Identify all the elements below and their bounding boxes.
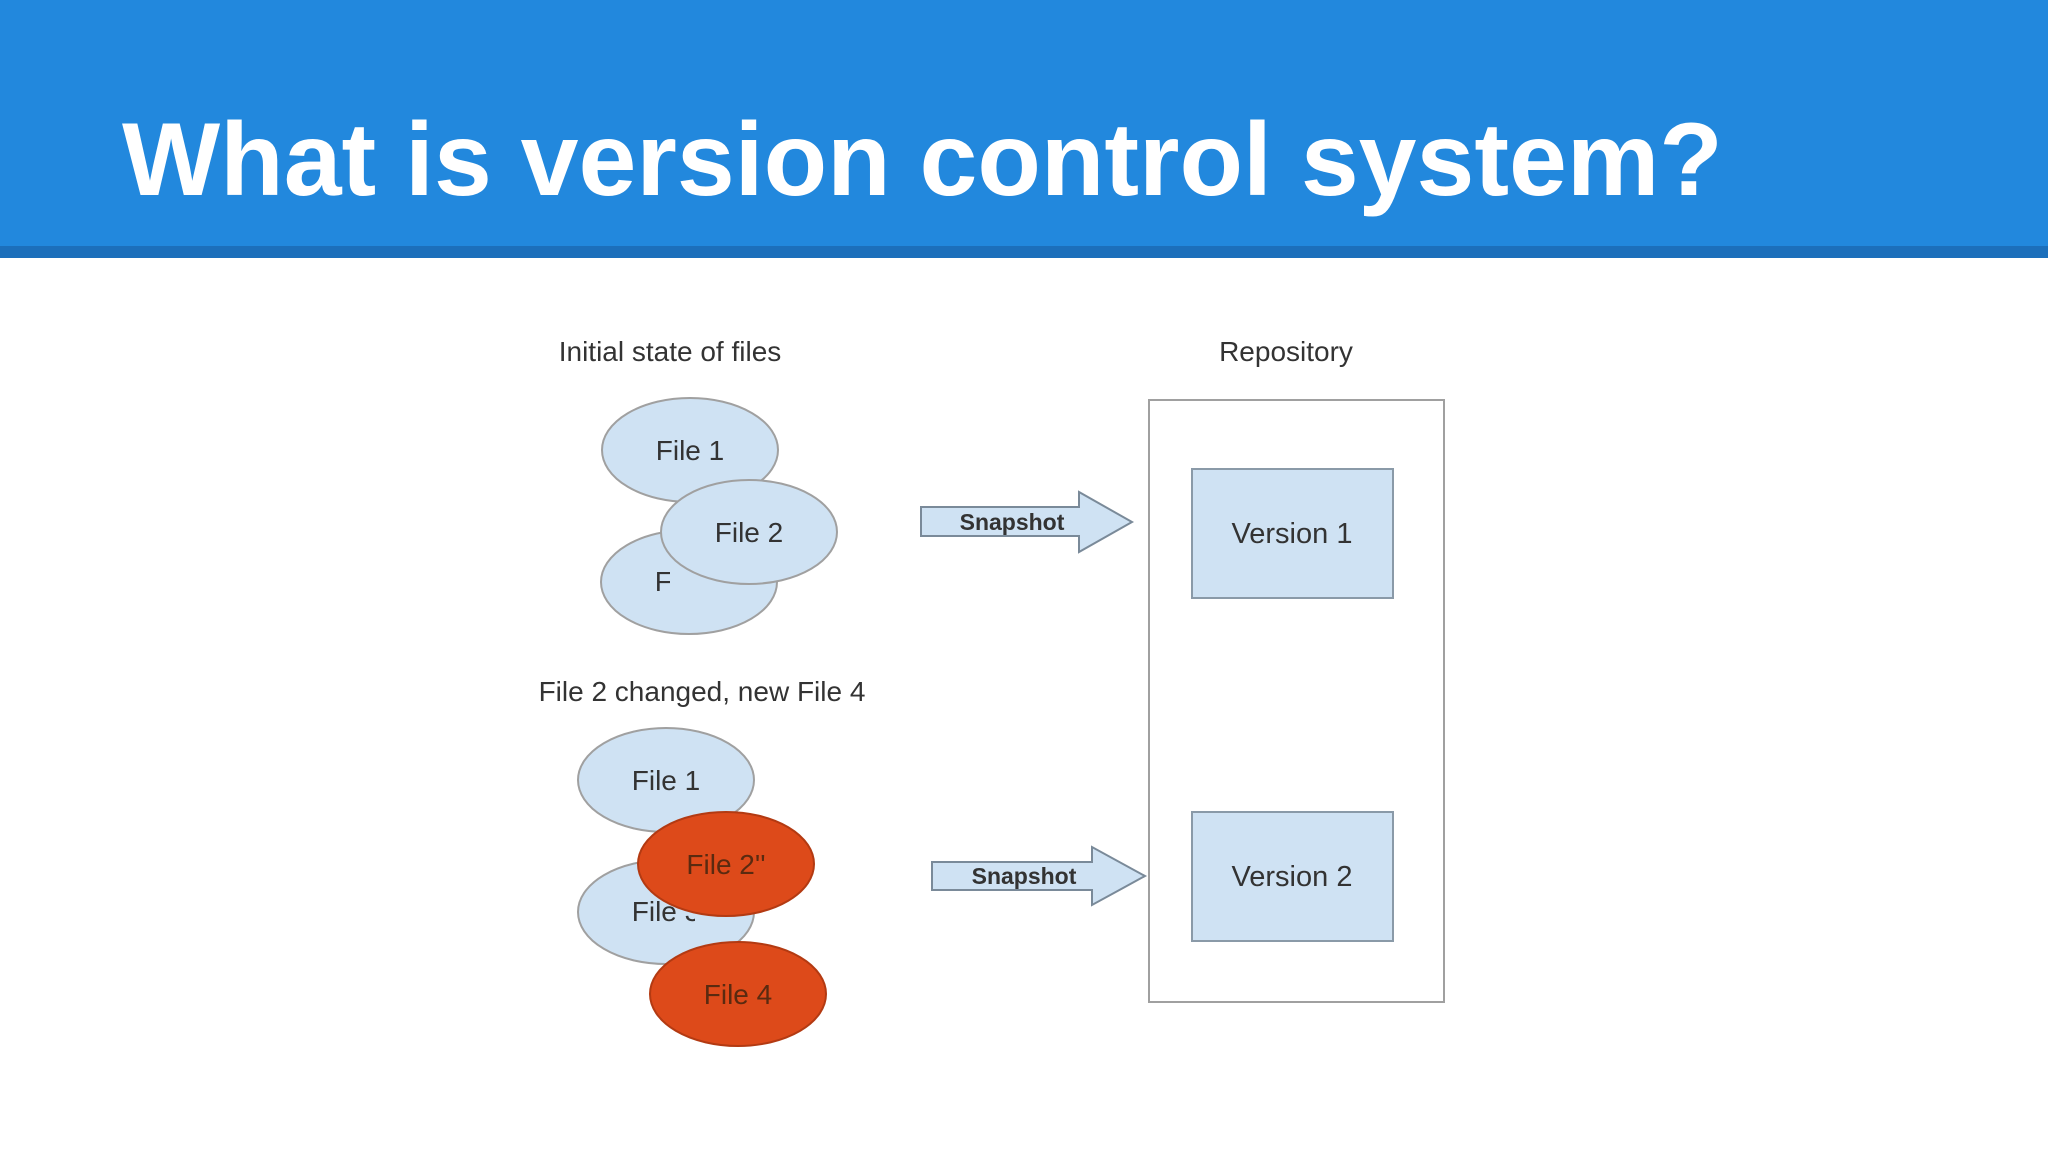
- section-caption-initial: Initial state of files: [559, 336, 782, 367]
- file-label: File 3: [655, 566, 723, 597]
- file-node-s2-file2-changed: File 2'': [637, 811, 815, 917]
- version-label: Version 1: [1232, 518, 1353, 550]
- section-caption-changed: File 2 changed, new File 4: [539, 676, 866, 707]
- slide-title: What is version control system?: [122, 102, 1723, 218]
- snapshot-arrow-label: Snapshot: [960, 509, 1065, 535]
- version-box-2: Version 2: [1191, 811, 1394, 942]
- file-label: File 1: [656, 435, 724, 466]
- version-label: Version 2: [1232, 861, 1353, 893]
- file-node-s1-file1: File 1: [601, 397, 779, 503]
- repository-label: Repository: [1219, 336, 1353, 367]
- version-box-1: Version 1: [1191, 468, 1394, 599]
- file-label: File 2: [715, 517, 783, 548]
- file-node-s2-file4-new: File 4: [649, 941, 827, 1047]
- file-label: File 1: [632, 765, 700, 796]
- snapshot-arrow-1: Snapshot: [920, 490, 1135, 554]
- snapshot-arrow-2: Snapshot: [931, 845, 1148, 907]
- file-label: File 2'': [686, 849, 765, 880]
- file-label: File 4: [704, 979, 772, 1010]
- title-bar: [0, 0, 2048, 246]
- title-bar-divider: [0, 246, 2048, 258]
- file-node-s1-file2: File 2: [660, 479, 838, 585]
- snapshot-arrow-label: Snapshot: [972, 863, 1077, 889]
